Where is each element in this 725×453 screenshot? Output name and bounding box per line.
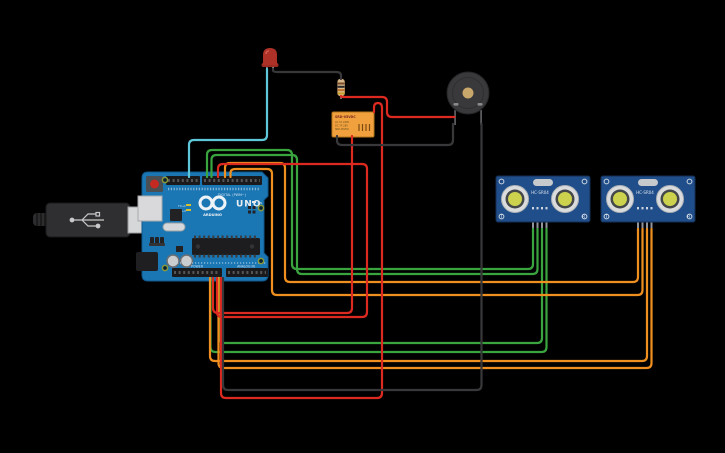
capacitor — [166, 254, 180, 268]
wire-orange-sensor2-pin3-to-power[interactable] — [208, 227, 649, 363]
sensor-transducer-right — [551, 185, 579, 213]
wire-black-buzzer-right-to-ground[interactable] — [221, 122, 483, 392]
smd-component — [176, 246, 183, 252]
wires-layer[interactable] — [187, 67, 653, 400]
wire-orange-digital-to-sensor2-pin2[interactable] — [229, 167, 644, 297]
buzzer-terminal-mark — [477, 103, 483, 106]
ultrasonic-sensor-2[interactable]: HC-SR04 T R — [600, 175, 696, 230]
analog-label: ANALOG IN — [237, 265, 255, 269]
transistor-group — [149, 237, 165, 246]
crystal-oscillator — [162, 222, 186, 232]
sensor-screw-holes — [498, 178, 588, 220]
buzzer-leg — [480, 110, 482, 125]
relay-line2: AC 7A 240V — [335, 121, 350, 124]
resistor-band-1 — [337, 82, 345, 85]
relay-module[interactable]: SRD-05VDC AC 7A 240V DC 7A 28V SRD-05VDC — [331, 111, 375, 138]
rx-label: RX←0 — [178, 209, 186, 213]
power-label: POWER — [191, 265, 204, 269]
usb-trident-icon — [69, 211, 104, 229]
buzzer[interactable] — [446, 71, 490, 125]
wire-green-sensor1-pin3-to-power[interactable] — [218, 227, 544, 345]
sensor-transducer-left — [501, 185, 529, 213]
voltage-regulator — [170, 209, 182, 221]
atmega-ic — [192, 235, 260, 258]
relay-pin-diagram — [358, 124, 371, 131]
wire-cyan-led-to-pin13[interactable] — [187, 67, 269, 179]
arduino-model-text: UNO — [236, 200, 262, 210]
sensor-pin-pads — [637, 207, 653, 210]
wire-red-resistor-to-buzzer[interactable] — [339, 94, 456, 119]
led-highlight — [265, 50, 270, 55]
tx-label: TX→1 — [177, 204, 186, 208]
digital-label: DIGITAL (PWM~) — [218, 193, 247, 197]
mounting-holes — [161, 176, 265, 272]
wire-black-relay-to-buzzer-left[interactable] — [335, 122, 455, 147]
buzzer-ring — [452, 77, 484, 109]
reset-button-cap — [150, 179, 159, 189]
sensor-r-mark: R — [687, 214, 690, 220]
sensor-crystal — [638, 179, 658, 186]
arduino-logo: ARDUINO UNO — [198, 195, 262, 217]
buzzer-center — [462, 87, 474, 99]
wire-orange-sensor2-pin4-to-power[interactable] — [217, 227, 653, 370]
sensor-transducer-right — [656, 185, 684, 213]
relay-line3: DC 7A 28V — [335, 125, 348, 128]
resistor-band-3 — [337, 89, 345, 92]
sensor-t-mark: T — [604, 214, 608, 220]
relay-line4: SRD-05VDC — [335, 128, 349, 131]
icsp-header — [248, 206, 256, 214]
wire-black-led-to-resistor[interactable] — [271, 67, 343, 81]
tx-led — [186, 204, 191, 206]
ultrasonic-sensor-1[interactable]: HC-SR04 T R — [495, 175, 591, 230]
sensor-pin-pads — [532, 207, 548, 210]
sensor-r-mark: R — [582, 214, 585, 220]
arduino-usb-socket — [137, 195, 163, 222]
arduino-uno-board[interactable]: DIGITAL (PWM~) ARDUINO UNO ON TX→1 RX←0 — [136, 171, 269, 282]
wire-red-digital-loop[interactable] — [215, 162, 369, 319]
led-dome — [263, 48, 277, 65]
sensor-label: HC-SR04 — [531, 190, 549, 195]
sensor-transducer-left — [606, 185, 634, 213]
sensor-label: HC-SR04 — [636, 190, 654, 195]
resistor-band-4 — [337, 92, 345, 95]
wire-red-relay-bottom-to-power[interactable] — [211, 134, 354, 315]
wire-green-digital-to-sensor1-pin2[interactable] — [210, 153, 539, 276]
arduino-power-jack — [136, 252, 158, 271]
relay-line1: SRD-05VDC — [335, 115, 356, 119]
arduino-brand-text: ARDUINO — [203, 213, 222, 217]
resistor-band-2 — [337, 85, 345, 88]
wire-red-relay-top-to-power[interactable] — [219, 101, 384, 400]
on-led — [252, 201, 256, 203]
on-label: ON — [258, 201, 263, 205]
sensor-crystal — [533, 179, 553, 186]
sensor-screw-holes — [603, 178, 693, 220]
sensor-t-mark: T — [499, 214, 503, 220]
buzzer-terminal-mark — [453, 103, 459, 106]
rx-led — [186, 209, 191, 211]
wire-green-digital-to-sensor1-pin1[interactable] — [205, 148, 535, 271]
